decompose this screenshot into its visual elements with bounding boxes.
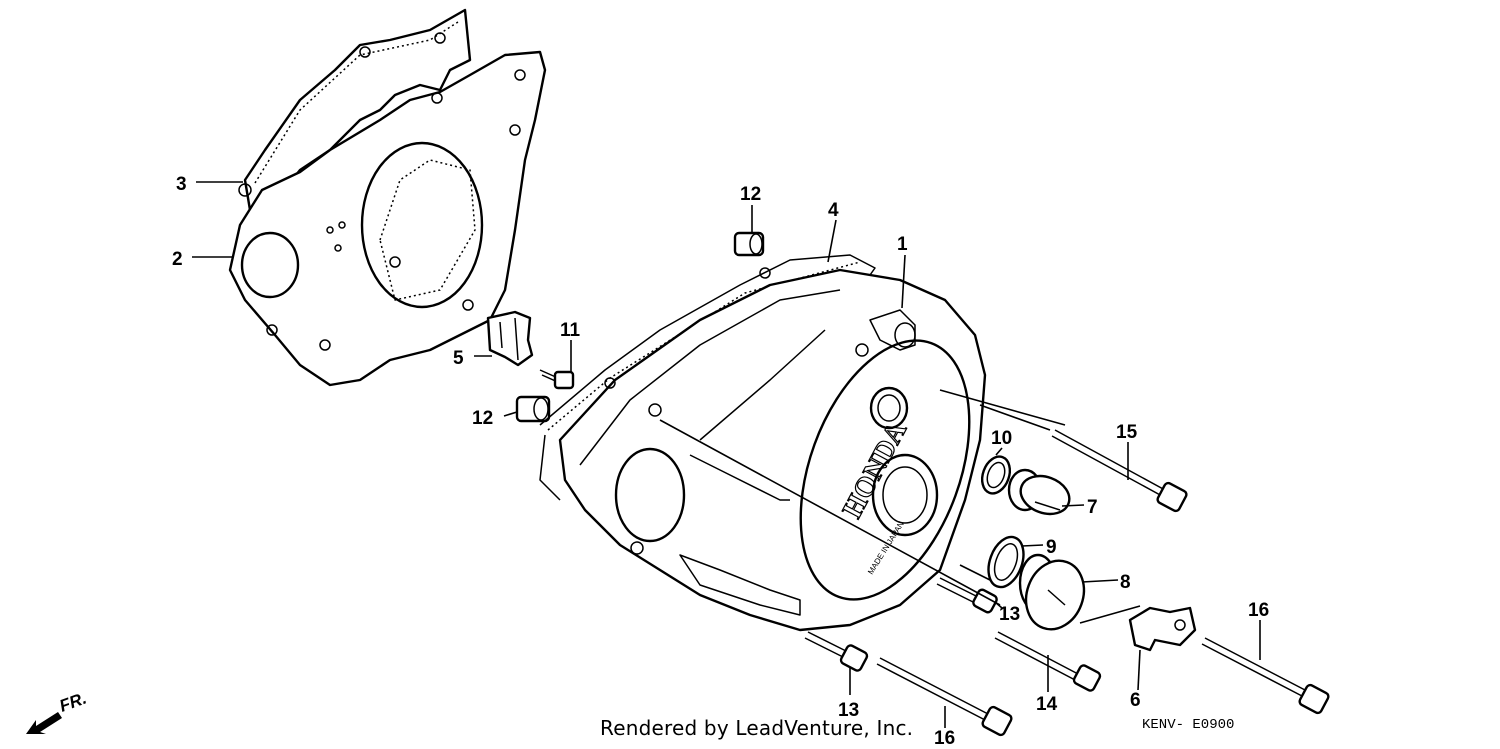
callout-12-upper: 12: [740, 184, 761, 205]
callout-16-right: 16: [1248, 600, 1269, 621]
front-direction-indicator: FR.: [22, 689, 112, 745]
part-clamp-5: [486, 310, 534, 367]
part-bolt-13-right: [936, 577, 998, 614]
callout-13-right: 13: [999, 604, 1020, 625]
part-cap-8: [1018, 553, 1086, 631]
part-bolt-14: [994, 631, 1102, 692]
part-cap-7: [1007, 468, 1071, 516]
part-cover-plate-2: [228, 50, 547, 387]
callout-14: 14: [1036, 694, 1058, 715]
part-dowel-12-lower: [515, 395, 551, 423]
part-gasket-3: [238, 8, 472, 212]
part-clamp-6: [1128, 606, 1197, 652]
direction-label: FR.: [57, 690, 89, 716]
part-bolt-16-right: [1201, 637, 1330, 715]
part-bolt-13-bottom: [804, 631, 869, 672]
callout-3: 3: [176, 174, 187, 195]
callout-11: 11: [560, 320, 581, 341]
part-dowel-12-upper: [733, 231, 765, 257]
part-bolt-16-bottom: [876, 657, 1013, 737]
part-bolt-15: [1051, 429, 1188, 513]
callout-13-bottom: 13: [838, 700, 859, 721]
callout-16-bottom: 16: [934, 728, 955, 749]
part-left-crankcase-cover-1: HONDA MADE IN JAPAN: [558, 267, 987, 632]
callout-5: 5: [453, 348, 464, 369]
part-bolt-11: [539, 369, 575, 390]
diagram-code: KENV- E0900: [1142, 717, 1235, 733]
part-o-ring-9: [987, 535, 1025, 589]
callout-15: 15: [1116, 422, 1138, 443]
callout-6: 6: [1130, 690, 1141, 711]
leader-lines: [192, 181, 1261, 728]
callout-8: 8: [1120, 572, 1131, 593]
part-o-ring-10: [980, 455, 1012, 495]
callout-7: 7: [1087, 497, 1098, 518]
render-credit: Rendered by LeadVenture, Inc.: [600, 716, 914, 740]
callout-2: 2: [172, 249, 183, 270]
callout-1: 1: [897, 234, 908, 255]
arrow-icon: FR.: [26, 689, 89, 734]
callout-4: 4: [828, 200, 839, 221]
callout-12-lower: 12: [472, 408, 493, 429]
callout-10: 10: [991, 428, 1012, 449]
callout-9: 9: [1046, 537, 1057, 558]
